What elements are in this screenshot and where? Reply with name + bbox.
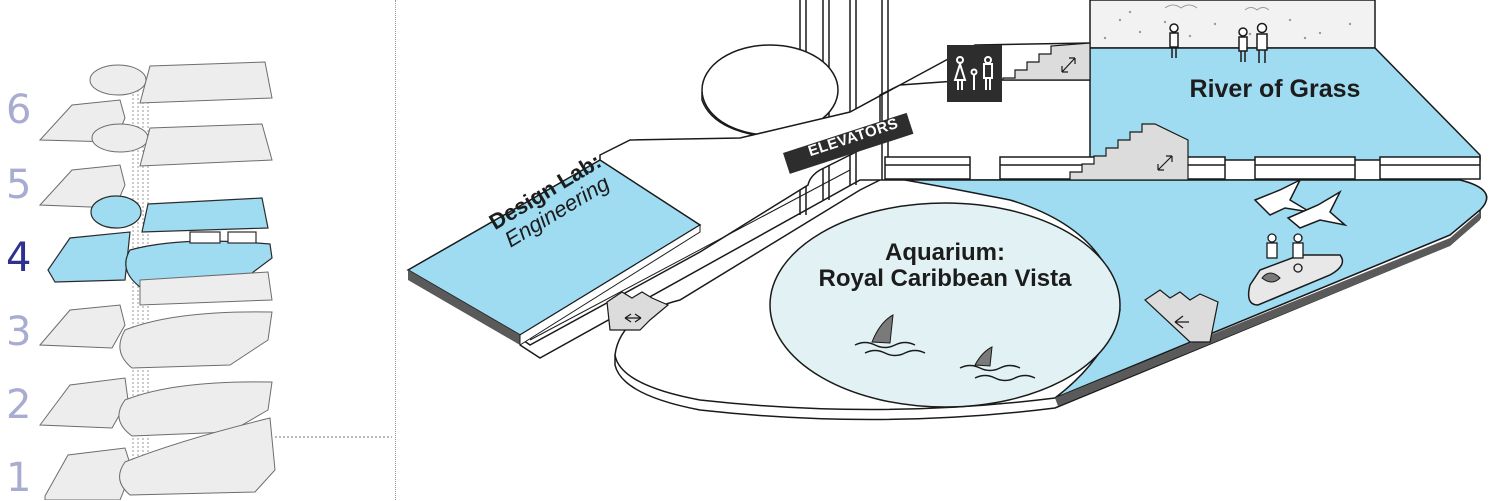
panel-divider <box>395 0 396 500</box>
floor-1-button[interactable]: 1 <box>6 455 32 501</box>
elevators-sign <box>783 112 914 174</box>
floor-1-plan[interactable] <box>44 417 276 500</box>
river-of-grass-label: River of Grass <box>1189 75 1361 103</box>
shark-fin-icon <box>854 314 926 357</box>
shark-fin-icon <box>959 346 1036 382</box>
stairs-icon[interactable] <box>1002 42 1091 81</box>
floor-3-plan[interactable] <box>38 271 273 369</box>
floor-4-plan[interactable] <box>47 195 273 288</box>
floor-5-plan[interactable] <box>38 123 273 209</box>
aquarium-title: Aquarium: <box>885 239 1005 266</box>
heron-birds-icon <box>1253 178 1348 229</box>
aquarium-subtitle: Royal Caribbean Vista <box>818 265 1072 293</box>
river-of-grass-backdrop <box>1089 0 1376 49</box>
stairs-icon[interactable] <box>606 291 670 331</box>
floor-2-button[interactable]: 2 <box>6 382 32 428</box>
people-icon <box>1169 22 1268 63</box>
family-restroom-icon[interactable] <box>947 45 1002 102</box>
stairs-icon[interactable] <box>1144 289 1219 343</box>
design-lab-engineering-zone[interactable] <box>406 159 702 346</box>
stairs-icon[interactable] <box>1069 123 1189 181</box>
floor-3-button[interactable]: 3 <box>6 309 32 355</box>
aquarium-label: Aquarium: Royal Caribbean Vista <box>780 239 1110 293</box>
floor-4-button[interactable]: 4 <box>6 235 32 281</box>
floor-5-button[interactable]: 5 <box>6 162 32 208</box>
aquarium-royal-caribbean-vista[interactable] <box>769 202 1121 408</box>
floor-2-plan[interactable] <box>39 377 273 437</box>
floor-6-button[interactable]: 6 <box>6 87 32 133</box>
floor-stack <box>38 61 392 500</box>
boat-tour-icon <box>1247 233 1344 306</box>
